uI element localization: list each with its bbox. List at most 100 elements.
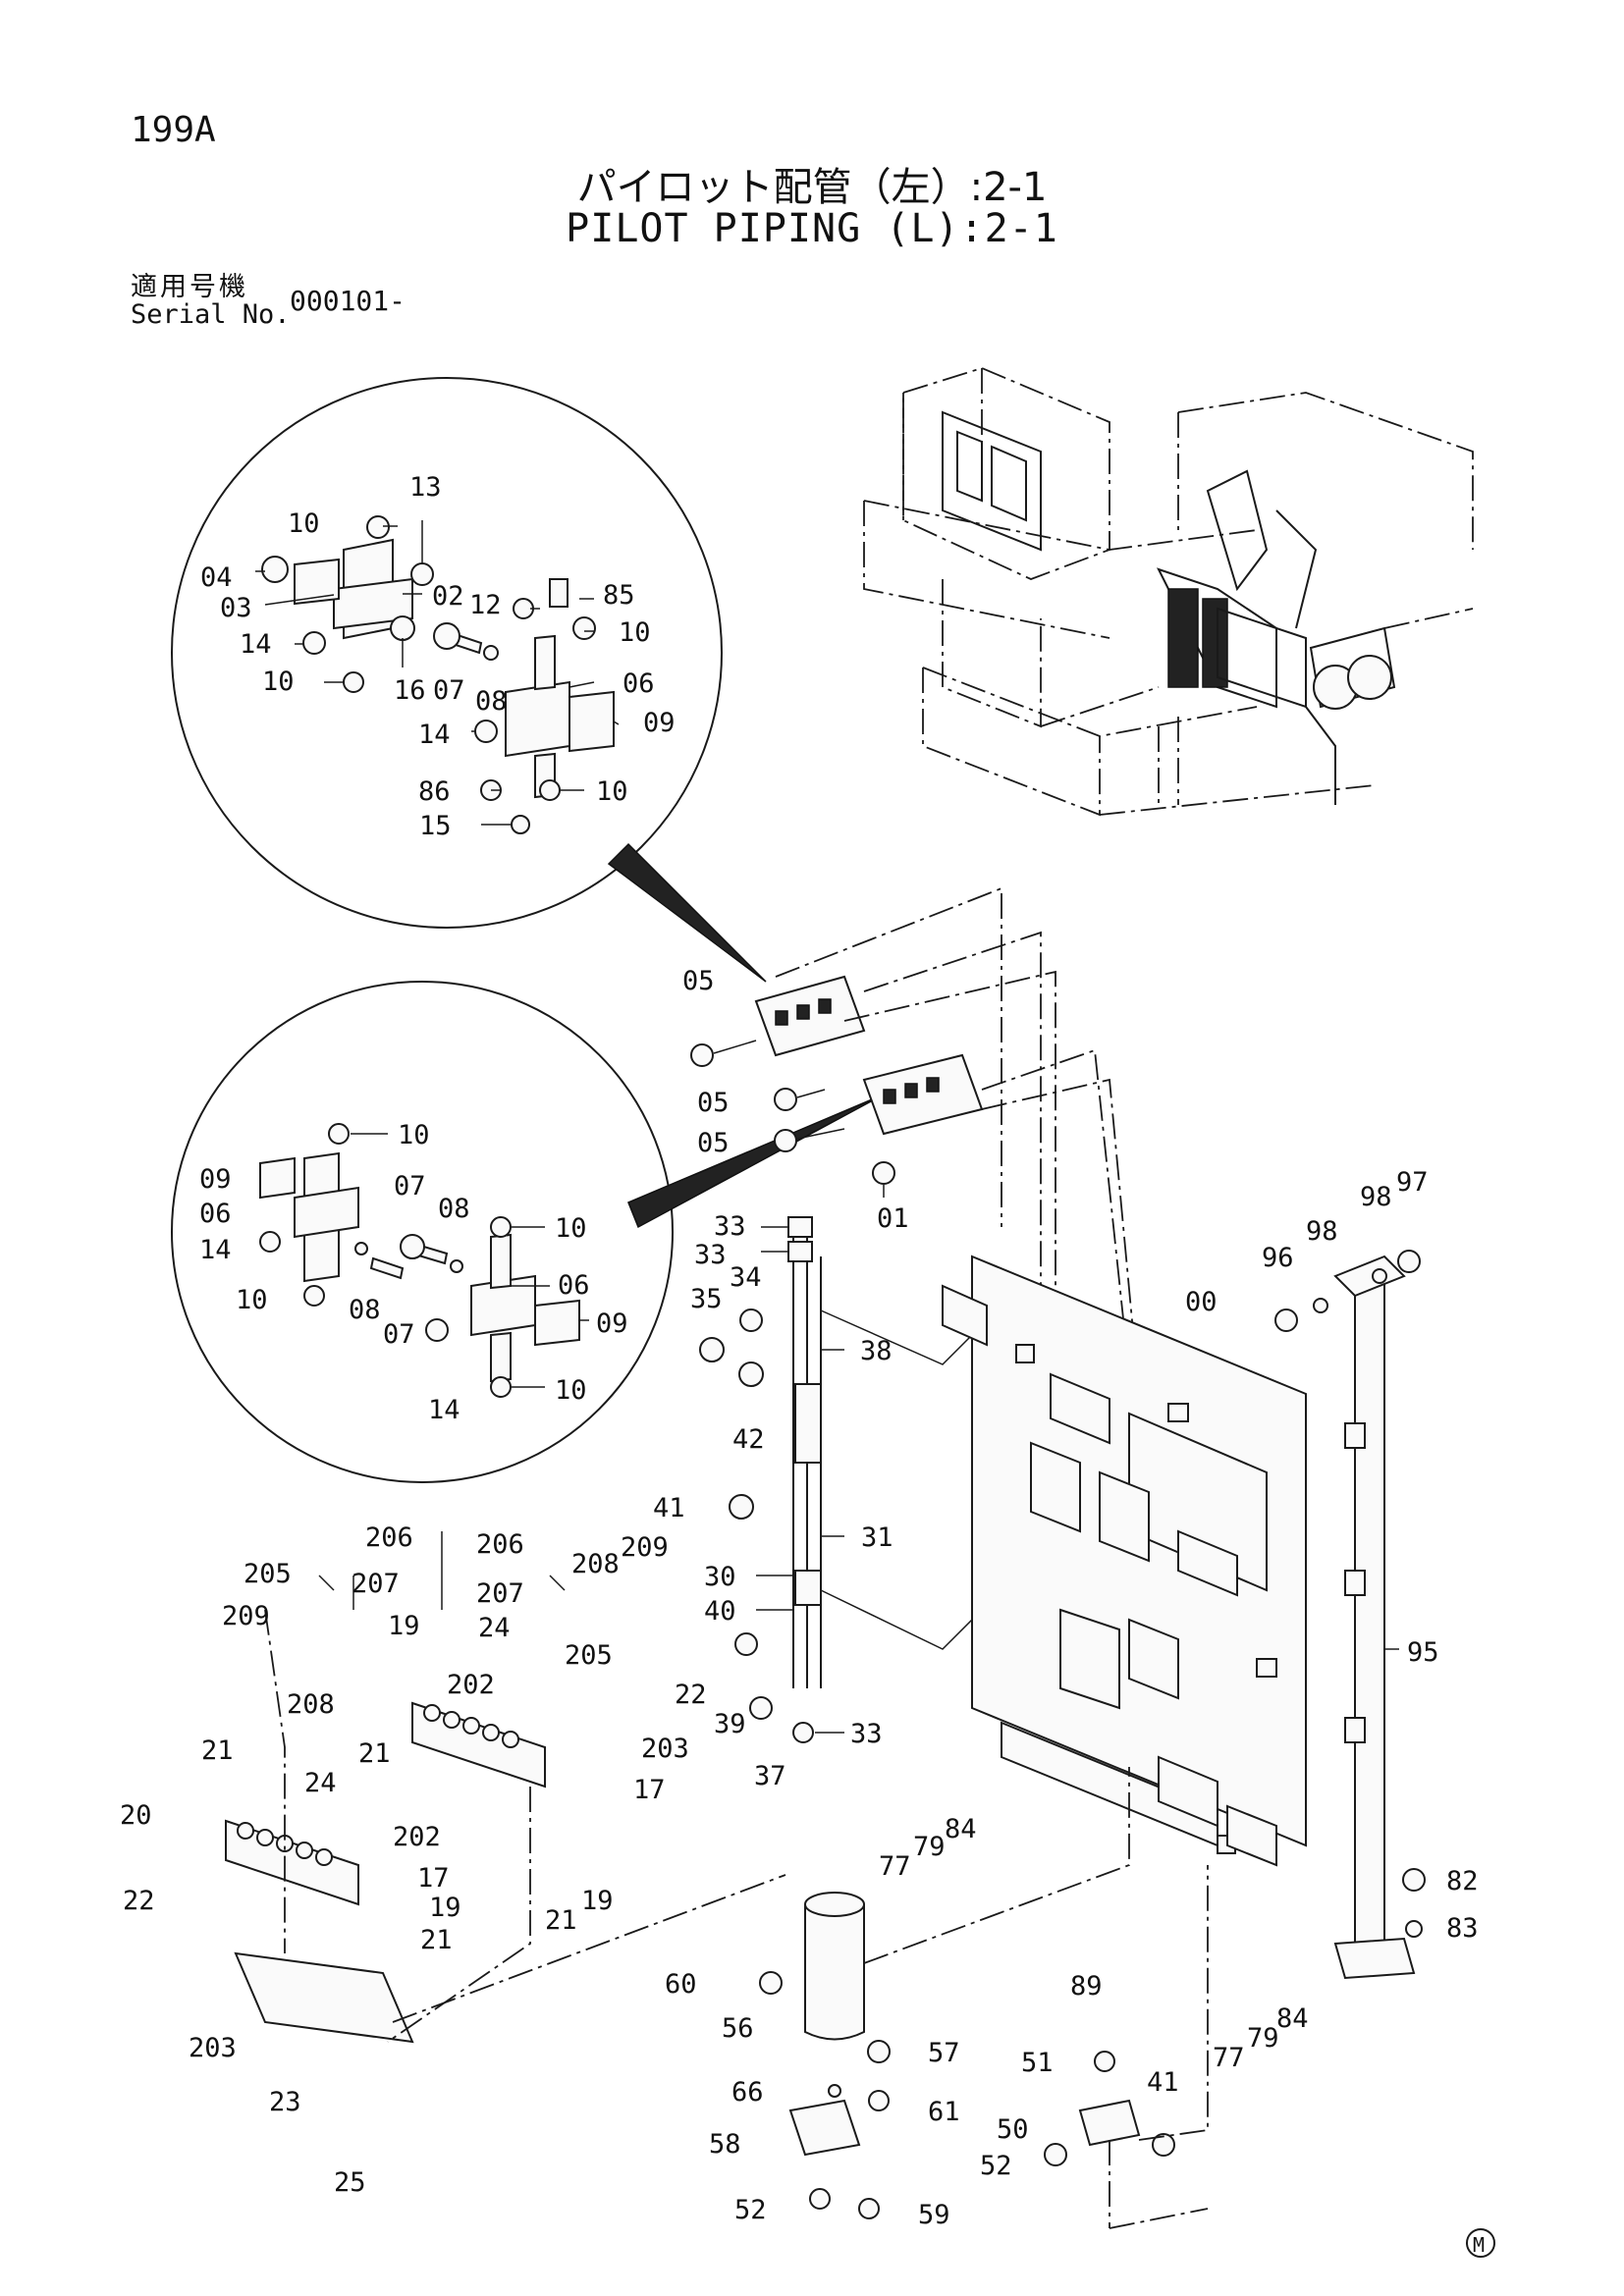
main-labels: 05 05 05 01 33 33 34 35 38 42 41 31 30 4… [120, 966, 1479, 2230]
part-label-40: 40 [704, 1596, 736, 1627]
part-label-23: 23 [269, 2087, 301, 2117]
manufacturer-mark: M [1466, 2228, 1495, 2258]
part-label-19b: 19 [429, 1893, 461, 1923]
part-label-61: 61 [928, 2097, 960, 2127]
part-label-20: 20 [120, 1800, 152, 1831]
part-label-19: 19 [388, 1611, 420, 1641]
part-label-06b: 06 [558, 1270, 590, 1301]
part-label-15: 15 [419, 811, 452, 841]
part-label-19c: 19 [581, 1886, 614, 1916]
part-label-00: 00 [1185, 1287, 1218, 1317]
part-label-09b: 09 [596, 1308, 628, 1339]
part-label-31: 31 [861, 1522, 893, 1553]
part-label-21b: 21 [201, 1735, 234, 1766]
part-label-95: 95 [1407, 1637, 1439, 1668]
part-label-24b: 24 [304, 1768, 337, 1798]
part-label-203b: 203 [189, 2033, 237, 2063]
part-label-52b: 52 [980, 2151, 1012, 2181]
part-label-08: 08 [438, 1194, 470, 1224]
filter-assembly [759, 1767, 1209, 2229]
part-label-07: 07 [394, 1171, 426, 1201]
part-label-14: 14 [199, 1235, 232, 1265]
part-label-66: 66 [731, 2077, 764, 2108]
part-label-205: 205 [244, 1559, 292, 1589]
part-label-10d: 10 [555, 1375, 587, 1406]
part-label-38: 38 [860, 1336, 893, 1366]
upper-detail-labels: 13 10 04 03 02 14 10 16 07 12 85 10 08 0… [200, 472, 676, 841]
part-label-98b: 98 [1360, 1182, 1392, 1212]
part-label-85: 85 [603, 580, 635, 611]
part-label-60: 60 [665, 1969, 697, 2000]
part-label-22b: 22 [123, 1886, 155, 1916]
detail-circle-upper [171, 377, 767, 983]
part-label-206b: 206 [476, 1529, 524, 1560]
part-label-84b: 84 [1276, 2003, 1309, 2034]
mounting-panel [942, 1255, 1307, 1867]
part-label-57: 57 [928, 2038, 960, 2068]
machine-overview [863, 367, 1474, 817]
part-label-06: 06 [623, 668, 655, 699]
part-label-83: 83 [1446, 1913, 1479, 1944]
part-label-96: 96 [1262, 1243, 1294, 1273]
part-label-39: 39 [714, 1709, 746, 1739]
part-label-209: 209 [222, 1601, 270, 1631]
part-label-98: 98 [1306, 1216, 1338, 1247]
part-label-79b: 79 [1247, 2023, 1279, 2054]
part-label-08b: 08 [349, 1295, 381, 1325]
part-label-02: 02 [432, 581, 464, 612]
part-label-22: 22 [675, 1680, 707, 1710]
part-label-17b: 17 [417, 1863, 450, 1894]
vertical-bracket [1274, 1250, 1426, 1980]
part-label-33b: 33 [694, 1240, 727, 1270]
pilot-pipes [699, 1216, 973, 1743]
part-label-05c: 05 [697, 1128, 730, 1158]
part-label-50: 50 [997, 2114, 1029, 2145]
valve-block-group [690, 886, 1140, 1395]
part-label-42: 42 [732, 1424, 765, 1455]
part-label-07: 07 [433, 675, 465, 706]
part-label-07b: 07 [383, 1319, 415, 1350]
part-label-09: 09 [199, 1164, 232, 1195]
part-label-10b: 10 [555, 1213, 587, 1244]
part-label-33c: 33 [850, 1719, 883, 1749]
part-label-04: 04 [200, 562, 233, 593]
part-label-12: 12 [469, 590, 502, 620]
serial-label-japanese: 適用号機 [131, 272, 248, 302]
part-label-52: 52 [734, 2195, 767, 2225]
part-label-05b: 05 [697, 1088, 730, 1118]
part-label-24: 24 [478, 1613, 511, 1643]
part-label-77b: 77 [1213, 2043, 1245, 2073]
part-label-58: 58 [709, 2129, 741, 2160]
part-label-33: 33 [714, 1211, 746, 1242]
part-label-21: 21 [358, 1738, 391, 1769]
part-label-86: 86 [418, 776, 451, 807]
part-label-16: 16 [394, 675, 426, 706]
part-label-207b: 207 [476, 1578, 524, 1609]
part-label-97: 97 [1396, 1167, 1429, 1198]
part-label-09: 09 [643, 708, 676, 738]
part-label-59: 59 [918, 2200, 950, 2230]
part-label-10d: 10 [596, 776, 628, 807]
part-label-03: 03 [220, 593, 252, 623]
part-label-14b: 14 [418, 720, 451, 750]
detail-circle-lower [171, 981, 885, 1483]
part-label-206: 206 [365, 1522, 413, 1553]
part-label-10: 10 [288, 508, 320, 539]
part-label-79: 79 [913, 1832, 946, 1862]
part-label-14: 14 [240, 629, 272, 660]
part-label-56: 56 [722, 2013, 754, 2044]
part-label-21d: 21 [420, 1925, 453, 1955]
part-label-51: 51 [1021, 2048, 1054, 2078]
part-label-10b: 10 [262, 667, 295, 697]
part-label-35: 35 [690, 1284, 723, 1314]
part-label-37: 37 [754, 1761, 786, 1791]
part-label-08: 08 [475, 686, 508, 717]
part-label-10c: 10 [619, 617, 651, 648]
part-label-13: 13 [409, 472, 442, 503]
manifold-group [225, 1531, 786, 2044]
serial-number-range: 000101- [290, 285, 406, 317]
part-label-06: 06 [199, 1199, 232, 1229]
part-label-25: 25 [334, 2167, 366, 2198]
lower-detail-labels: 10 09 06 07 08 10 14 10 08 07 06 09 14 1… [199, 1120, 628, 1425]
